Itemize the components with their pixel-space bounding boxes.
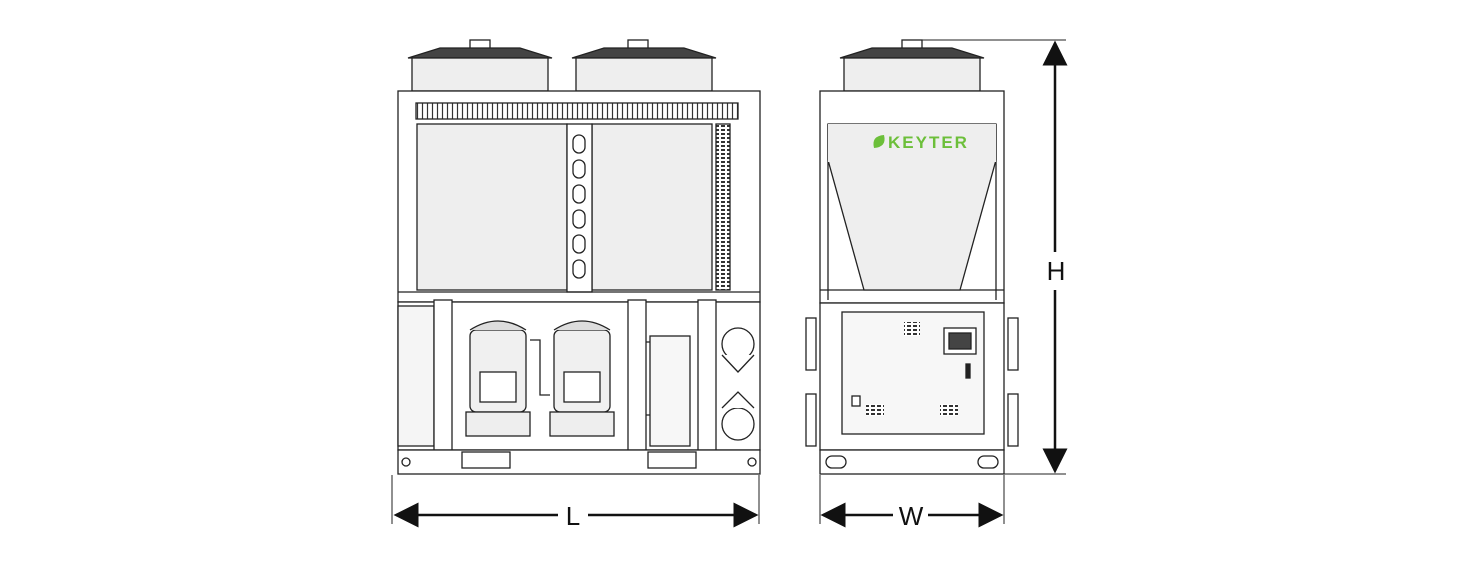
front-coil-panel-left [416,123,568,291]
front-coil-panel-right [591,123,713,291]
compressor-1 [465,320,531,437]
side-brackets [805,317,1019,447]
vent-bottom-left [866,404,884,416]
side-base [819,449,1005,475]
height-dimension: H [922,39,1068,475]
front-grille-strip [415,102,739,120]
height-label: H [1047,256,1066,286]
compressor-2 [549,320,615,437]
length-dimension: L [391,475,760,531]
width-label: W [899,501,924,531]
pump-top [721,327,755,373]
front-fan-right [571,39,717,92]
piping [530,335,691,447]
front-pillar-slots [572,134,586,279]
front-fan-left [407,39,553,92]
brand-name: KEYTER [888,133,969,152]
side-view: KEYTER [805,39,1019,475]
width-dimension: W [819,475,1005,531]
side-fan [839,39,985,92]
length-label: L [566,501,580,531]
vent-top [904,322,920,336]
front-left-cabinet [397,305,435,447]
brand-logo: KEYTER [873,133,969,152]
pump-bottom [721,391,755,441]
vent-bottom-right [940,404,958,416]
front-base [397,449,761,475]
front-view [397,39,761,475]
front-side-ladder [715,123,731,291]
